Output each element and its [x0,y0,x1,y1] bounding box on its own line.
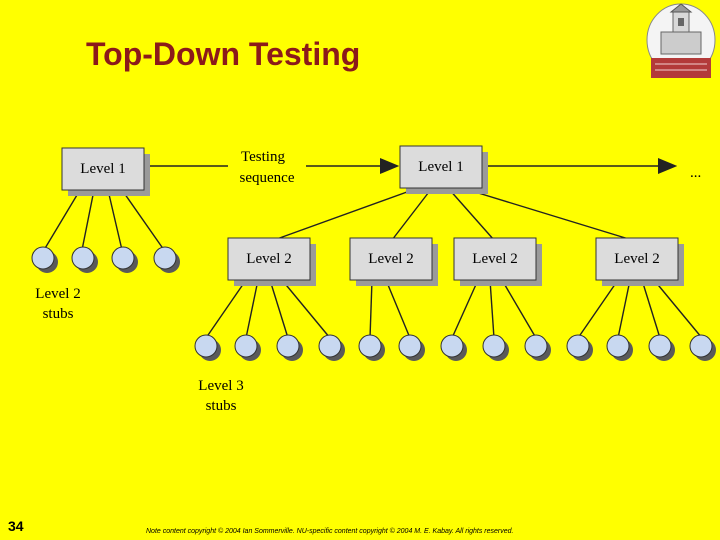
module-box-level2-d: Level 2 [595,237,684,286]
module-box-level2-c: Level 2 [453,237,542,286]
slide-title: Top-Down Testing [86,36,361,72]
stub-node [153,246,180,273]
stub-node [566,334,593,361]
continuation-dots: ... [690,165,701,181]
stub-node [648,334,675,361]
stub-node [482,334,509,361]
stub-node [31,246,58,273]
stub-node [398,334,425,361]
stub-node [524,334,551,361]
module-box-level1-right: Level 1 [399,145,488,194]
sequence-label-line1: Testing [241,149,285,165]
sequence-label-line2: sequence [240,170,295,186]
stub-node [71,246,98,273]
module-label: Level 2 [246,251,291,267]
level2-stub-group [31,246,180,273]
copyright-footer: Note content copyright © 2004 Ian Sommer… [146,528,514,535]
stub-node [111,246,138,273]
stub-node [194,334,221,361]
university-logo-icon [646,3,716,78]
stub-node [440,334,467,361]
module-label: Level 2 [368,251,413,267]
module-box-level1-left: Level 1 [61,147,150,196]
module-box-level2-a: Level 2 [227,237,316,286]
stub-node [689,334,716,361]
stub-node [234,334,261,361]
stub-node [276,334,303,361]
level2-stubs-label-line2: stubs [43,306,74,322]
level3-stub-group [194,334,716,361]
module-box-level2-b: Level 2 [349,237,438,286]
module-label: Level 1 [80,161,125,177]
stub-node [318,334,345,361]
left-level1-edges [43,189,165,251]
level2-stubs-label-line1: Level 2 [35,286,80,302]
module-label: Level 1 [418,159,463,175]
module-label: Level 2 [472,251,517,267]
module-label: Level 2 [614,251,659,267]
stub-node [358,334,385,361]
right-level1-edges [273,187,633,241]
level3-stubs-label-line2: stubs [206,398,237,414]
level2-stub-edges [205,279,703,339]
slide-number: 34 [8,518,24,534]
level3-stubs-label-line1: Level 3 [198,378,243,394]
stub-node [606,334,633,361]
